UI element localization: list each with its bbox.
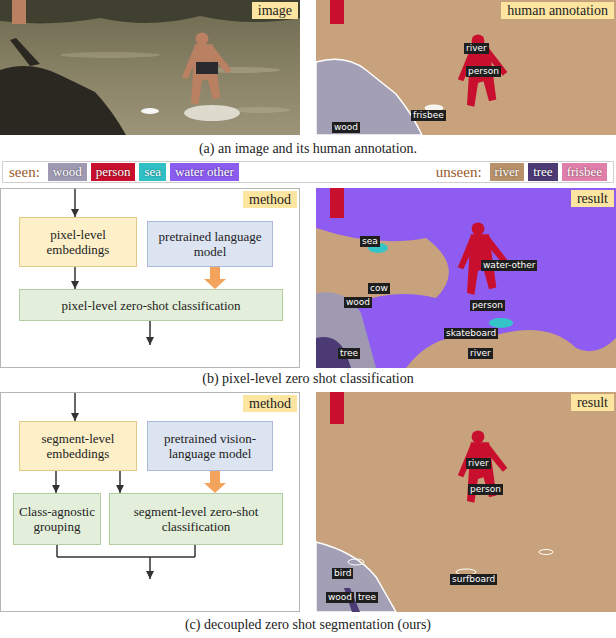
process-box: pixel-level zero-shot classification [19,289,283,321]
class-label: surfboard [450,574,497,585]
panel-title: result [571,394,614,411]
class-label: river [466,458,491,469]
legend-label: river [495,164,520,180]
class-label: wood [344,297,372,308]
photo [0,0,300,135]
image-panel: result sea water-other cow person wood skatebo… [316,188,616,368]
image-panel: image [0,0,300,135]
input-arrow [74,393,76,421]
process-box: pixel-level embeddings [19,217,137,267]
class-tag: surfboard [450,574,497,585]
process-box: segment-level embeddings [19,421,137,471]
panel-title: image [252,2,298,19]
legend-label: tree [533,164,552,180]
class-label: river [468,348,493,359]
class-tag: frisbee [411,110,446,121]
result-map [316,392,616,612]
panel-title: method [243,395,297,412]
legend-swatch: wood [48,163,87,181]
box-label: pixel-level zero-shot classification [61,298,240,313]
image-panel: human annotation river person frisbee wood [316,0,616,135]
knowledge-arrow [204,471,226,493]
class-label: river [464,43,489,54]
flow-arrow [55,471,57,493]
merge-line [194,545,196,557]
class-tag: river [464,43,489,54]
class-label: person [466,66,501,77]
process-box: pretrained vision-language model [147,421,273,471]
class-label: tree [338,348,360,359]
class-tag: bird [332,568,353,579]
class-tag: water-other [481,260,537,271]
class-label: person [470,300,505,311]
legend-swatch: river [490,163,525,181]
class-tag: tree [356,592,378,603]
class-tag: river [466,458,491,469]
output-arrow [149,557,151,579]
box-label: segment-level zero-shot classification [114,504,278,534]
output-arrow [149,321,151,345]
process-box: segment-level zero-shot classification [109,493,283,545]
legend-swatch: water other [170,163,239,181]
knowledge-arrow [204,267,226,289]
class-label: tree [356,592,378,603]
class-label: person [468,484,503,495]
legend-swatch: person [91,163,136,181]
merge-line [57,556,195,558]
class-tag: person [466,66,501,77]
legend-swatch: frisbee [562,163,607,181]
flow-arrow [119,471,121,493]
panel-title: method [243,191,297,208]
class-tag: tree [338,348,360,359]
class-label: cow [368,283,390,294]
class-tag: person [468,484,503,495]
legend-heading: unseen: [436,164,482,181]
process-box: Class-agnostic grouping [13,493,101,545]
process-box: pretrained language model [147,221,273,267]
class-tag: person [470,300,505,311]
panel-title: human annotation [501,2,614,19]
legend-label: wood [53,164,82,180]
box-label: pretrained vision-language model [152,431,268,461]
legend-label: person [96,164,131,180]
box-label: segment-level embeddings [24,431,132,461]
legend-heading: seen: [9,164,40,181]
class-label: water-other [481,260,537,271]
class-tag: wood [326,592,354,603]
class-label: sea [360,236,380,247]
legend-label: frisbee [567,164,602,180]
input-arrow [74,189,76,217]
class-label: wood [332,122,360,133]
figure-caption: (c) decoupled zero shot segmentation (ou… [0,617,616,633]
result-map [316,188,616,368]
class-tag: wood [332,122,360,133]
flow-arrow [74,267,76,289]
class-label: frisbee [411,110,446,121]
class-tag: wood [344,297,372,308]
figure-caption: (a) an image and its human annotation. [0,141,616,157]
class-tag: sea [360,236,380,247]
method-panel: method pixel-level embeddings pretrained l… [0,188,300,368]
class-tag: cow [368,283,390,294]
class-label: wood [326,592,354,603]
legend-label: water other [175,164,234,180]
legend-bar: seen: wood person sea water other unseen: rive… [2,161,614,183]
class-label: bird [332,568,353,579]
method-panel: method segment-level embeddings pretrained… [0,392,300,612]
class-label: skateboard [444,328,498,339]
class-tag: skateboard [444,328,498,339]
panel-title: result [571,190,614,207]
merge-line [56,545,58,557]
class-tag: river [468,348,493,359]
box-label: Class-agnostic grouping [18,504,96,534]
annotation-map [316,0,616,135]
figure-caption: (b) pixel-level zero shot classification [0,371,616,387]
box-label: pretrained language model [152,229,268,259]
legend-swatch: tree [528,163,557,181]
image-panel: result river person bird surfboard woodtree [316,392,616,612]
legend-swatch: sea [139,163,166,181]
legend-label: sea [144,164,161,180]
box-label: pixel-level embeddings [24,227,132,257]
